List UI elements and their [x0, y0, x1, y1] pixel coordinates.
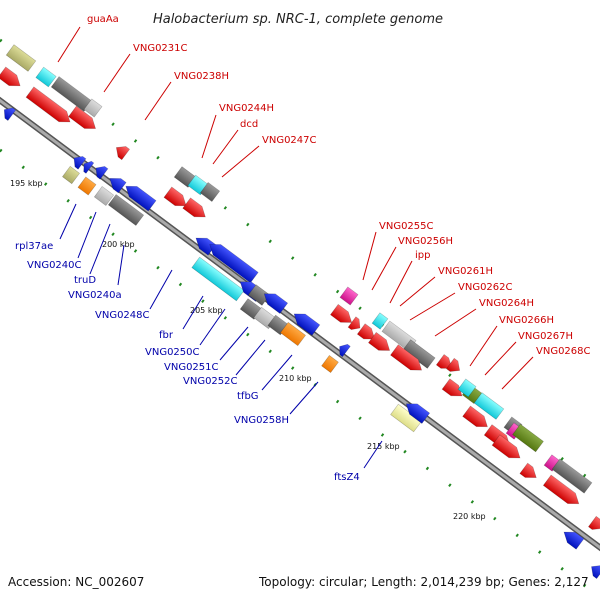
- orange-gene[interactable]: [321, 354, 339, 374]
- forward-gene[interactable]: [462, 405, 492, 432]
- green-gene[interactable]: [512, 423, 544, 453]
- cyan-gene[interactable]: [457, 378, 477, 398]
- forward-gene[interactable]: [25, 86, 74, 127]
- magenta-gene[interactable]: [543, 454, 561, 472]
- cyan-gene[interactable]: [371, 312, 389, 330]
- forward-gene[interactable]: [441, 378, 466, 401]
- gene-label[interactable]: VNG0256H: [398, 236, 453, 247]
- gene-label[interactable]: ftsZ4: [334, 472, 360, 483]
- topology-text: Topology: circular; Length: 2,014,239 bp…: [259, 575, 589, 589]
- kbp-label: 205 kbp: [190, 306, 223, 315]
- reverse-gene[interactable]: [0, 104, 17, 121]
- gene-label[interactable]: VNG0244H: [219, 103, 274, 114]
- accession-text: Accession: NC_002607: [8, 575, 145, 589]
- gene-label[interactable]: rpl37ae: [15, 241, 53, 252]
- grey-gene[interactable]: [247, 284, 271, 306]
- reverse-gene[interactable]: [192, 233, 217, 256]
- reverse-gene[interactable]: [92, 163, 109, 180]
- forward-gene[interactable]: [588, 515, 600, 533]
- cyan-gene[interactable]: [35, 66, 57, 88]
- forward-gene[interactable]: [330, 303, 355, 327]
- gene-label[interactable]: VNG0268C: [536, 346, 591, 357]
- gene-label[interactable]: VNG0258H: [234, 415, 289, 426]
- cyan-gene[interactable]: [191, 256, 245, 302]
- forward-gene[interactable]: [542, 474, 582, 509]
- forward-gene[interactable]: [519, 462, 540, 483]
- kbp-label: 200 kbp: [102, 240, 135, 249]
- forward-gene[interactable]: [435, 354, 455, 373]
- forward-gene[interactable]: [112, 142, 130, 161]
- gene-label[interactable]: VNG0240C: [27, 260, 82, 271]
- forward-gene[interactable]: [68, 105, 100, 134]
- reverse-gene[interactable]: [560, 527, 585, 550]
- gene-label[interactable]: VNG0264H: [479, 298, 534, 309]
- kbp-labels: 195 kbp 200 kbp 205 kbp 210 kbp 215 kbp …: [10, 179, 486, 521]
- gene-label[interactable]: fbr: [159, 330, 174, 341]
- forward-gene[interactable]: [390, 344, 426, 376]
- orange-gene[interactable]: [280, 321, 306, 347]
- reverse-gene[interactable]: [588, 561, 600, 580]
- forward-gene[interactable]: [446, 357, 463, 375]
- gene-label[interactable]: tfbG: [237, 391, 259, 402]
- gene-label[interactable]: VNG0267H: [518, 331, 573, 342]
- gene-label[interactable]: VNG0238H: [174, 71, 229, 82]
- forward-gene[interactable]: [163, 186, 190, 211]
- reverse-gene[interactable]: [106, 173, 127, 194]
- gene-label[interactable]: VNG0250C: [145, 347, 200, 358]
- kbp-label: 220 kbp: [453, 512, 486, 521]
- gene-track: [0, 44, 600, 580]
- genome-title: Halobacterium sp. NRC-1, complete genome: [153, 12, 443, 27]
- gene-label[interactable]: dcd: [240, 119, 258, 130]
- reverse-gene[interactable]: [290, 309, 321, 336]
- orange-gene[interactable]: [77, 176, 97, 196]
- magenta-gene[interactable]: [339, 286, 359, 306]
- gene-label[interactable]: VNG0266H: [499, 315, 554, 326]
- gene-label[interactable]: VNG0251C: [164, 362, 219, 373]
- cyan-gene[interactable]: [473, 392, 505, 420]
- grey-gene[interactable]: [199, 182, 221, 202]
- reverse-gene[interactable]: [70, 153, 87, 170]
- reverse-gene[interactable]: [336, 341, 351, 358]
- olive-gene[interactable]: [62, 165, 80, 185]
- kbp-label: 195 kbp: [10, 179, 43, 188]
- gene-label[interactable]: VNG0262C: [458, 282, 513, 293]
- gene-label[interactable]: VNG0252C: [183, 376, 238, 387]
- forward-gene[interactable]: [356, 323, 378, 345]
- kbp-label: 215 kbp: [367, 442, 400, 451]
- reverse-gene[interactable]: [402, 398, 431, 424]
- light-grey-gene[interactable]: [93, 186, 115, 206]
- reverse-gene[interactable]: [80, 159, 95, 174]
- gene-label[interactable]: VNG0255C: [379, 221, 434, 232]
- kbp-label: 210 kbp: [279, 374, 312, 383]
- gene-label[interactable]: VNG0247C: [262, 135, 317, 146]
- reverse-gene[interactable]: [260, 288, 289, 314]
- reverse-gene[interactable]: [206, 239, 259, 284]
- gene-labels-forward: guaAa VNG0231C VNG0238H VNG0244H dcd VNG…: [87, 14, 591, 357]
- gene-label[interactable]: truD: [74, 275, 96, 286]
- gene-label[interactable]: VNG0261H: [438, 266, 493, 277]
- gene-label[interactable]: guaAa: [87, 14, 119, 25]
- forward-gene[interactable]: [347, 316, 364, 333]
- forward-gene[interactable]: [491, 434, 524, 463]
- gene-label[interactable]: VNG0240a: [68, 290, 122, 301]
- light-grey-gene[interactable]: [83, 98, 103, 118]
- gene-labels-reverse: rpl37ae VNG0240C truD VNG0240a VNG0248C …: [15, 241, 360, 483]
- forward-gene[interactable]: [368, 331, 393, 355]
- grey-gene[interactable]: [402, 339, 436, 369]
- forward-gene[interactable]: [182, 197, 209, 222]
- grey-gene[interactable]: [107, 194, 145, 226]
- forward-gene[interactable]: [0, 66, 24, 91]
- reverse-gene[interactable]: [122, 181, 157, 212]
- grey-gene[interactable]: [50, 76, 93, 112]
- grey-gene[interactable]: [551, 458, 593, 494]
- label-leaders: [57, 26, 534, 469]
- gene-label[interactable]: ipp: [415, 250, 430, 261]
- gene-label[interactable]: VNG0248C: [95, 310, 150, 321]
- olive-gene[interactable]: [5, 44, 37, 72]
- gene-label[interactable]: VNG0231C: [133, 43, 188, 54]
